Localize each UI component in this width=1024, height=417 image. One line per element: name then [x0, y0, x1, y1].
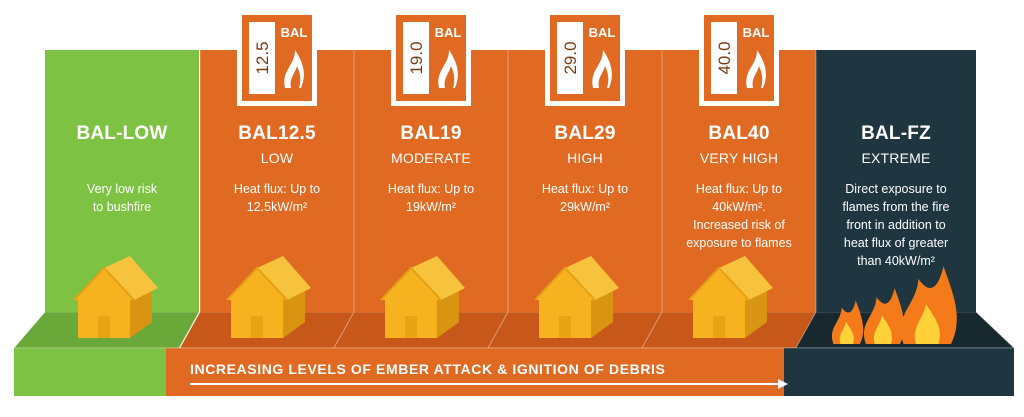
badge-number-panel — [557, 22, 583, 94]
level-description-line: 40kW/m². — [712, 200, 765, 214]
level-description-line: Heat flux: Up to — [542, 182, 628, 196]
badge-label: BAL — [435, 25, 462, 40]
level-subtitle: HIGH — [567, 150, 603, 166]
flame-icon — [863, 288, 905, 344]
level-subtitle: EXTREME — [861, 150, 930, 166]
level-description-line: Heat flux: Up to — [388, 182, 474, 196]
plinth-front-orange — [166, 348, 784, 396]
house-roof-edge — [73, 266, 135, 301]
flame-outer — [900, 266, 957, 344]
flame-icon — [900, 266, 957, 344]
badge-number-panel — [711, 22, 737, 94]
level-description-line: to bushfire — [93, 200, 151, 214]
flame-inner — [839, 321, 854, 344]
plinth-front-extreme — [784, 348, 1014, 396]
house-roof — [565, 256, 619, 300]
house-gable — [689, 268, 749, 300]
badge-flame-inner-icon — [598, 66, 609, 88]
house-gable — [535, 268, 595, 300]
arrow-head-icon — [778, 379, 788, 389]
level-title: BAL19 — [400, 123, 461, 144]
badge-label: BAL — [743, 25, 770, 40]
level-description-line: exposure to flames — [686, 236, 792, 250]
flame-outer — [831, 300, 864, 344]
badge-number-panel — [403, 22, 429, 94]
house-roof-edge — [226, 266, 288, 301]
badge-number: 29.0 — [561, 41, 580, 74]
level-subtitle: LOW — [261, 150, 294, 166]
house-icon — [688, 256, 773, 338]
level-title: BAL12.5 — [238, 123, 316, 144]
badge-flame-inner-icon — [444, 66, 455, 88]
flame-outer — [863, 288, 905, 344]
level-description-line: Heat flux: Up to — [234, 182, 320, 196]
house-roof — [257, 256, 311, 300]
level-description-line: 12.5kW/m² — [247, 200, 307, 214]
house-icon — [73, 256, 158, 338]
level-title: BAL40 — [708, 123, 769, 144]
house-roof — [411, 256, 465, 300]
flame-inner — [873, 315, 892, 344]
house-door — [251, 316, 263, 338]
level-description-line: flames from the fire — [843, 200, 950, 214]
level-description-line: Heat flux: Up to — [696, 182, 782, 196]
house-icon — [226, 256, 311, 338]
level-subtitle: MODERATE — [391, 150, 471, 166]
bal-badge: 19.0 BAL — [391, 10, 471, 106]
level-description-line: Direct exposure to — [845, 182, 946, 196]
house-door — [559, 316, 571, 338]
level-description-line: 29kW/m² — [560, 200, 610, 214]
column-panel — [816, 50, 976, 312]
bal-badge: 40.0 BAL — [699, 10, 779, 106]
level-title: BAL29 — [554, 123, 615, 144]
plinth-front-low — [14, 348, 166, 396]
flame-inner — [914, 304, 940, 344]
badge-number-panel — [249, 22, 275, 94]
badge-number: 40.0 — [715, 41, 734, 74]
house-roof-edge — [688, 266, 750, 301]
badge-flame-inner-icon — [752, 66, 763, 88]
badge-label: BAL — [281, 25, 308, 40]
house-door — [405, 316, 417, 338]
bal-badge: 29.0 BAL — [545, 10, 625, 106]
flames-icon — [831, 266, 957, 344]
badge-number: 12.5 — [253, 41, 272, 74]
level-description-line: than 40kW/m² — [857, 254, 935, 268]
badge-number: 19.0 — [407, 41, 426, 74]
house-roof — [104, 256, 158, 300]
house-gable — [227, 268, 287, 300]
level-description-line: front in addition to — [846, 218, 945, 232]
level-description-line: 19kW/m² — [406, 200, 456, 214]
level-description-line: Very low risk — [87, 182, 158, 196]
house-roof-edge — [380, 266, 442, 301]
bal-badge: 12.5 BAL — [237, 10, 317, 106]
house-icon — [380, 256, 465, 338]
house-roof — [719, 256, 773, 300]
house-door — [98, 316, 110, 338]
house-icon — [534, 256, 619, 338]
house-door — [713, 316, 725, 338]
house-gable — [381, 268, 441, 300]
badge-flame-inner-icon — [290, 66, 301, 88]
badge-label: BAL — [589, 25, 616, 40]
level-description-line: Increased risk of — [693, 218, 785, 232]
ember-banner: INCREASING LEVELS OF EMBER ATTACK & IGNI… — [190, 361, 788, 389]
level-title: BAL-LOW — [76, 123, 167, 144]
banner-text: INCREASING LEVELS OF EMBER ATTACK & IGNI… — [190, 361, 666, 377]
level-subtitle: VERY HIGH — [700, 150, 778, 166]
house-roof-edge — [534, 266, 596, 301]
flame-icon — [831, 300, 864, 344]
level-column-6: BAL-FZ EXTREME Direct exposure to flames fr… — [815, 50, 976, 344]
house-gable — [74, 268, 134, 300]
level-column-1: BAL-LOW Very low risk to bushfire — [45, 50, 199, 338]
level-title: BAL-FZ — [861, 123, 931, 144]
level-description-line: heat flux of greater — [844, 236, 948, 250]
